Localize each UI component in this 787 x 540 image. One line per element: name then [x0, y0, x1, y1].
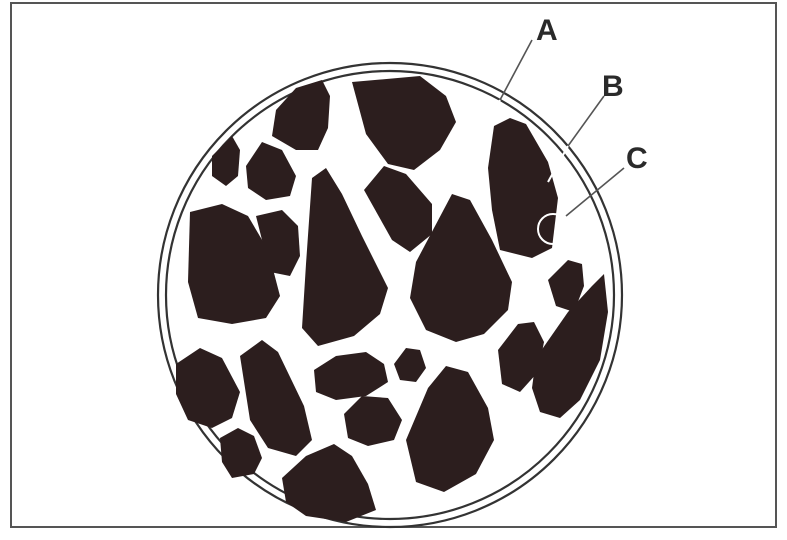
label-b: B — [602, 70, 624, 103]
label-a: A — [536, 14, 558, 47]
label-c: C — [626, 142, 648, 175]
